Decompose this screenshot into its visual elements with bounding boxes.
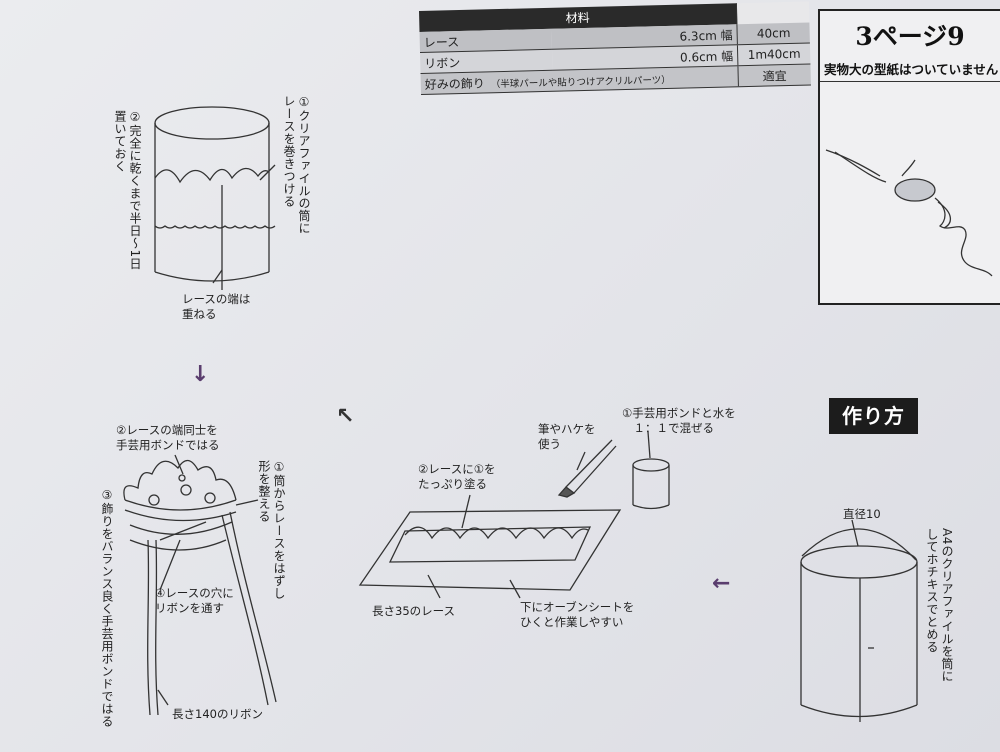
- divider: [820, 81, 1000, 82]
- decorate-text: ③飾りをバランス良く手芸用ボンドではる: [100, 488, 114, 728]
- finished-tiara-illustration: [123, 459, 277, 716]
- glue-step-illustration: [358, 439, 670, 591]
- glue-ends-label: ②レースの端同士を 手芸用ボンドではる: [116, 423, 220, 452]
- reference-title: 3ページ9: [855, 22, 965, 51]
- arrow-up-left: ↖: [336, 404, 355, 429]
- brush-label: 筆やハケを 使う: [538, 422, 596, 451]
- apply-glue-label: ②レースに①を たっぷり塗る: [418, 462, 496, 491]
- lace-length-label: 長さ35のレース: [372, 604, 456, 618]
- tiara-photo-illustration: [825, 149, 993, 277]
- wrap-lace-text: ①クリアファイルの筒に レースを巻きつける: [282, 95, 311, 235]
- glue-mix-label: ①手芸用ボンドと水を １：１で混ぜる: [622, 406, 736, 435]
- reference-subtitle: 実物大の型紙はついていません: [824, 62, 999, 77]
- cylinder-wrap-illustration: [154, 106, 276, 290]
- diameter-label: 直径10: [843, 507, 881, 521]
- a4-instruction-text: A4のクリアファイルを筒に してホチキスでとめる: [925, 528, 954, 683]
- howto-heading: 作り方: [829, 398, 918, 434]
- arrow-left: ←: [712, 571, 731, 596]
- oven-sheet-label: 下にオーブンシートを ひくと作業しやすい: [520, 600, 635, 629]
- overlap-label: レースの端は 重ねる: [182, 292, 251, 321]
- reference-box: 3ページ9 実物大の型紙はついていません: [818, 9, 1000, 305]
- dry-text: ②完全に乾くまで半日〜1日 置いておく: [113, 110, 142, 271]
- remove-shape-text: ①筒からレースをはずし 形を整える: [257, 460, 286, 600]
- ribbon-length-label: 長さ140のリボン: [172, 707, 263, 721]
- ribbon-thread-label: ④レースの穴に リボンを通す: [155, 586, 234, 615]
- arrow-down: ↓: [191, 362, 210, 387]
- a4-cylinder-illustration: [800, 528, 918, 722]
